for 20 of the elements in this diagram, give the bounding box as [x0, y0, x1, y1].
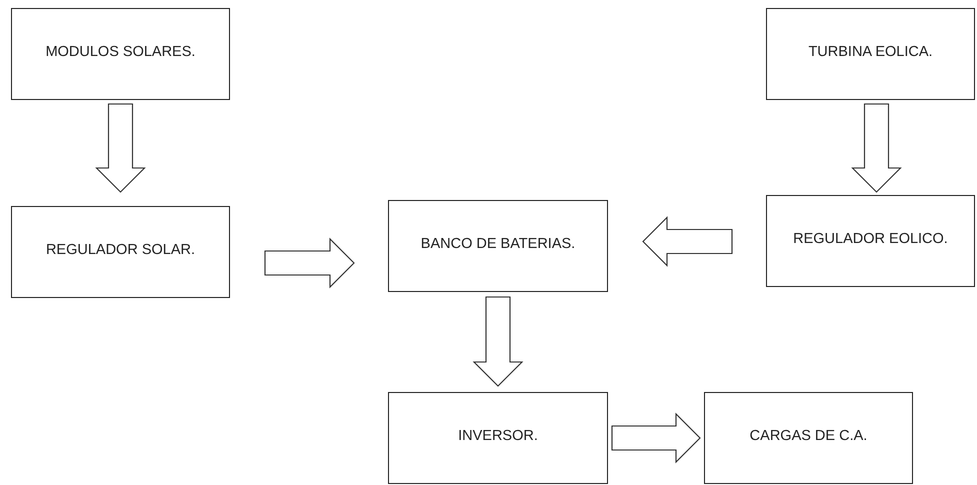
- block-arrow: [851, 103, 902, 193]
- process-box: [11, 8, 230, 100]
- block-arrow: [642, 216, 733, 267]
- block-arrow: [264, 238, 355, 288]
- process-box: [388, 200, 608, 292]
- block-arrow: [611, 412, 701, 464]
- box-label: INVERSOR.: [458, 428, 538, 444]
- box-label: CARGAS DE C.A.: [750, 428, 868, 444]
- process-box: [766, 195, 975, 287]
- box-label: REGULADOR EOLICO.: [793, 231, 948, 247]
- box-label: REGULADOR SOLAR.: [46, 242, 196, 258]
- box-label: MODULOS SOLARES.: [46, 44, 196, 60]
- block-arrow: [95, 103, 146, 193]
- process-box: [11, 206, 230, 298]
- process-box: [766, 8, 975, 100]
- process-box: [388, 392, 608, 484]
- process-box: [704, 392, 913, 484]
- box-label: BANCO DE BATERIAS.: [420, 236, 576, 252]
- box-label: TURBINA EOLICA.: [808, 44, 933, 60]
- block-arrow: [472, 296, 524, 387]
